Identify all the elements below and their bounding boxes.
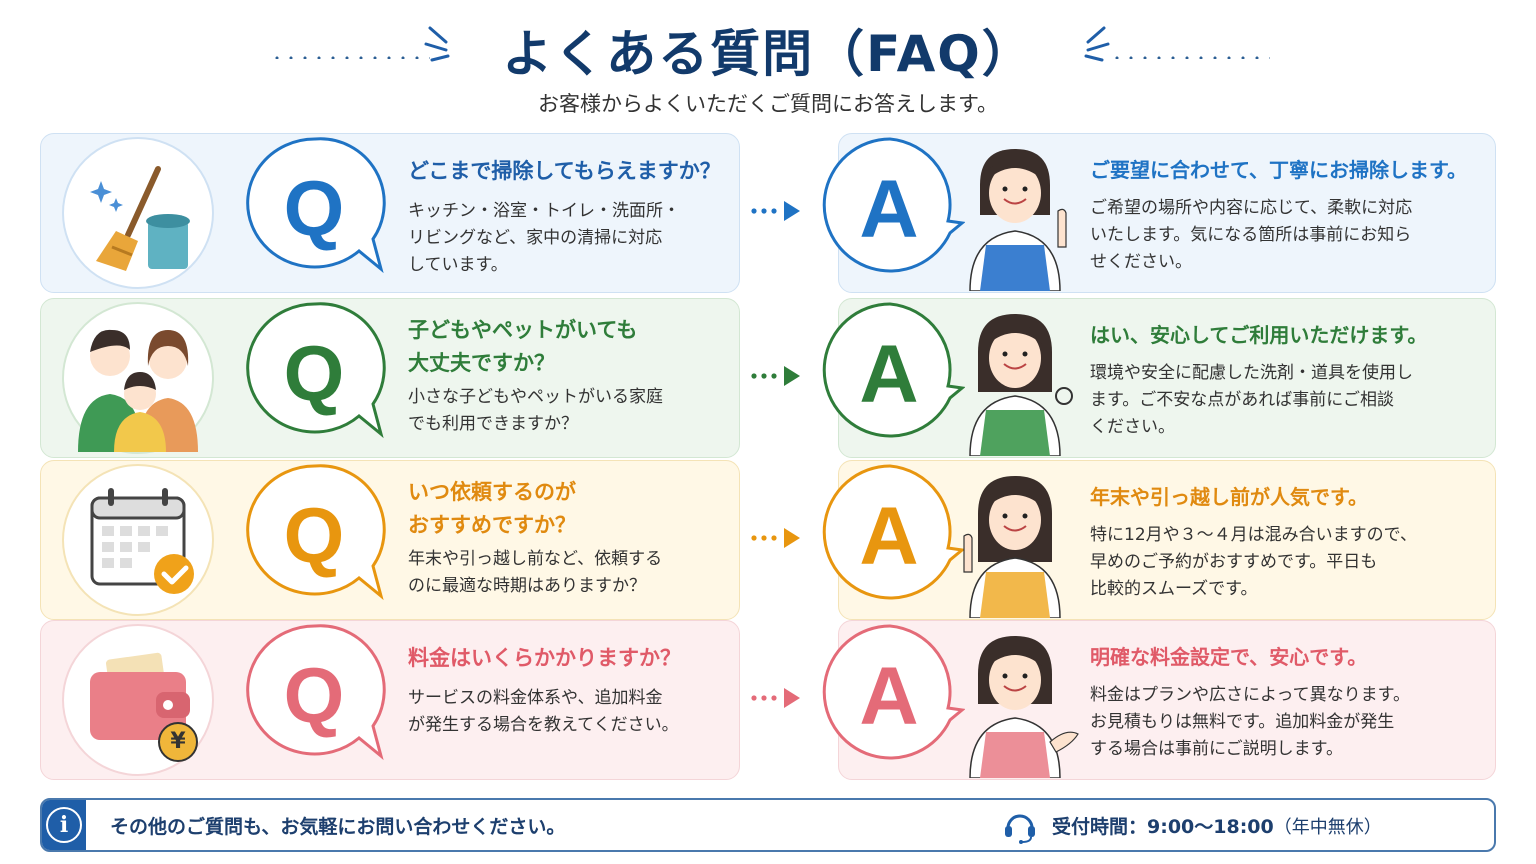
- q-bubble-1: [246, 137, 386, 274]
- question-detail-1: キッチン・浴室・トイレ・洗面所・ リビングなど、家中の清掃に対応 しています。: [408, 201, 680, 275]
- question-title-2: 子どもやペットがいても 大丈夫ですか？: [408, 318, 638, 375]
- faq-row-1: Q どこまで掃除してもらえますか？ キッチン・浴室・トイレ・洗面所・ リビングな…: [40, 133, 1496, 293]
- question-text-block-2: 子どもやペットがいても 大丈夫ですか？ 小さな子どもやペットがいる家庭 でも利用…: [408, 314, 738, 438]
- info-box: i: [42, 800, 86, 850]
- yen-coin-icon: ¥: [158, 722, 198, 762]
- a-letter-1: A: [859, 164, 919, 255]
- answer-text-block-3: 年末や引っ越し前が人気です。 特に12月や３〜４月は混み合いますので、 早めのご…: [1090, 482, 1490, 603]
- a-letter-2: A: [859, 329, 919, 420]
- family-icon: [62, 302, 214, 454]
- a-bubble-4: [822, 624, 965, 760]
- faq-row-4: ¥ Q 料金はいくらかかりますか？ サービスの料金体系や、追加料金 が発生する場…: [40, 620, 1496, 780]
- staff-presenting-icon: [969, 636, 1079, 778]
- a-letter-3: A: [859, 491, 919, 582]
- a-bubble-1: [822, 137, 965, 273]
- dotted-arrow-icon-4: [751, 688, 800, 708]
- answer-detail-1: ご希望の場所や内容に応じて、柔軟に対応 いたします。気になる箇所は事前にお知ら …: [1090, 198, 1413, 272]
- q-bubble-3: [246, 464, 386, 601]
- question-title-4: 料金はいくらかかりますか？: [408, 646, 681, 670]
- q-bubble-4: [246, 624, 386, 761]
- headset-icon: [1005, 814, 1035, 844]
- answer-card-1: [838, 133, 1496, 293]
- answer-title-2: はい、安心してご利用いただけます。: [1090, 323, 1428, 347]
- info-icon: i: [46, 807, 82, 843]
- dotted-line-left: [270, 56, 430, 59]
- q-letter-2: Q: [283, 329, 345, 417]
- broom-bucket-icon: [62, 137, 214, 289]
- question-text-block-4: 料金はいくらかかりますか？ サービスの料金体系や、追加料金 が発生する場合を教え…: [408, 642, 738, 739]
- page-subtitle: お客様からよくいただくご質問にお答えします。: [538, 92, 998, 116]
- sparkle-lines-left-icon: [424, 26, 450, 62]
- footer-banner: i その他のご質問も、お気軽にお問い合わせください。 受付時間：9:00〜18:…: [40, 798, 1496, 852]
- dotted-arrow-icon-3: [751, 528, 800, 548]
- q-letter-4: Q: [283, 651, 345, 739]
- a-bubble-2: [822, 302, 965, 438]
- dotted-line-right: [1110, 56, 1270, 59]
- answer-title-1: ご要望に合わせて、丁寧にお掃除します。: [1090, 158, 1467, 182]
- answer-detail-2: 環境や安全に配慮した洗剤・道具を使用し ます。ご不安な点があれば事前にご相談 く…: [1090, 363, 1413, 437]
- q-bubble-2: [246, 302, 386, 439]
- q-letter-3: Q: [283, 491, 345, 579]
- answer-title-4: 明確な料金設定で、安心です。: [1090, 645, 1368, 669]
- a-bubble-3: [822, 464, 965, 600]
- question-title-3: いつ依頼するのが おすすめですか？: [408, 480, 576, 537]
- staff-pointing-up-icon: [963, 476, 1061, 618]
- question-detail-2: 小さな子どもやペットがいる家庭 でも利用できますか？: [408, 387, 663, 434]
- answer-title-3: 年末や引っ越し前が人気です。: [1090, 485, 1368, 509]
- question-text-block-1: どこまで掃除してもらえますか？ キッチン・浴室・トイレ・洗面所・ リビングなど、…: [408, 155, 738, 279]
- header: よくある質問（FAQ） お客様からよくいただくご質問にお答えします。: [0, 0, 1536, 124]
- answer-text-block-2: はい、安心してご利用いただけます。 環境や安全に配慮した洗剤・道具を使用し ます…: [1090, 320, 1490, 441]
- question-text-block-3: いつ依頼するのが おすすめですか？ 年末や引っ越し前など、依頼する のに最適な時…: [408, 476, 738, 600]
- footer-message: その他のご質問も、お気軽にお問い合わせください。: [110, 816, 566, 838]
- q-letter-1: Q: [283, 164, 345, 252]
- calendar-check-icon: [62, 464, 214, 616]
- question-title-1: どこまで掃除してもらえますか？: [408, 159, 721, 183]
- answer-detail-3: 特に12月や３〜４月は混み合いますので、 早めのご予約がおすすめです。平日も 比…: [1090, 525, 1417, 599]
- dotted-arrow-icon-2: [751, 366, 800, 386]
- a-letter-4: A: [859, 651, 919, 742]
- answer-text-block-1: ご要望に合わせて、丁寧にお掃除します。 ご希望の場所や内容に応じて、柔軟に対応 …: [1090, 155, 1490, 276]
- wallet-yen-icon: ¥: [62, 624, 214, 776]
- sparkle-lines-right-icon: [1084, 26, 1110, 62]
- staff-ok-sign-icon: [969, 314, 1073, 456]
- faq-row-2: Q 子どもやペットがいても 大丈夫ですか？ 小さな子どもやペットがいる家庭 でも…: [40, 298, 1496, 458]
- question-detail-4: サービスの料金体系や、追加料金 が発生する場合を教えてください。: [408, 688, 679, 735]
- staff-pointing-icon: [969, 149, 1067, 291]
- business-hours: 受付時間：9:00〜18:00（年中無休）: [1052, 812, 1382, 839]
- question-detail-3: 年末や引っ越し前など、依頼する のに最適な時期はありますか？: [408, 549, 663, 596]
- dotted-arrow-icon-1: [751, 201, 800, 221]
- business-hours-note: （年中無休）: [1273, 817, 1382, 838]
- answer-detail-4: 料金はプランや広さによって異なります。 お見積もりは無料です。追加料金が発生 す…: [1090, 685, 1410, 759]
- business-hours-label: 受付時間：9:00〜18:00: [1052, 816, 1274, 838]
- faq-row-3: Q いつ依頼するのが おすすめですか？ 年末や引っ越し前など、依頼する のに最適…: [40, 460, 1496, 620]
- page-title: よくある質問（FAQ）: [502, 25, 1034, 83]
- answer-text-block-4: 明確な料金設定で、安心です。 料金はプランや広さによって異なります。 お見積もり…: [1090, 642, 1490, 763]
